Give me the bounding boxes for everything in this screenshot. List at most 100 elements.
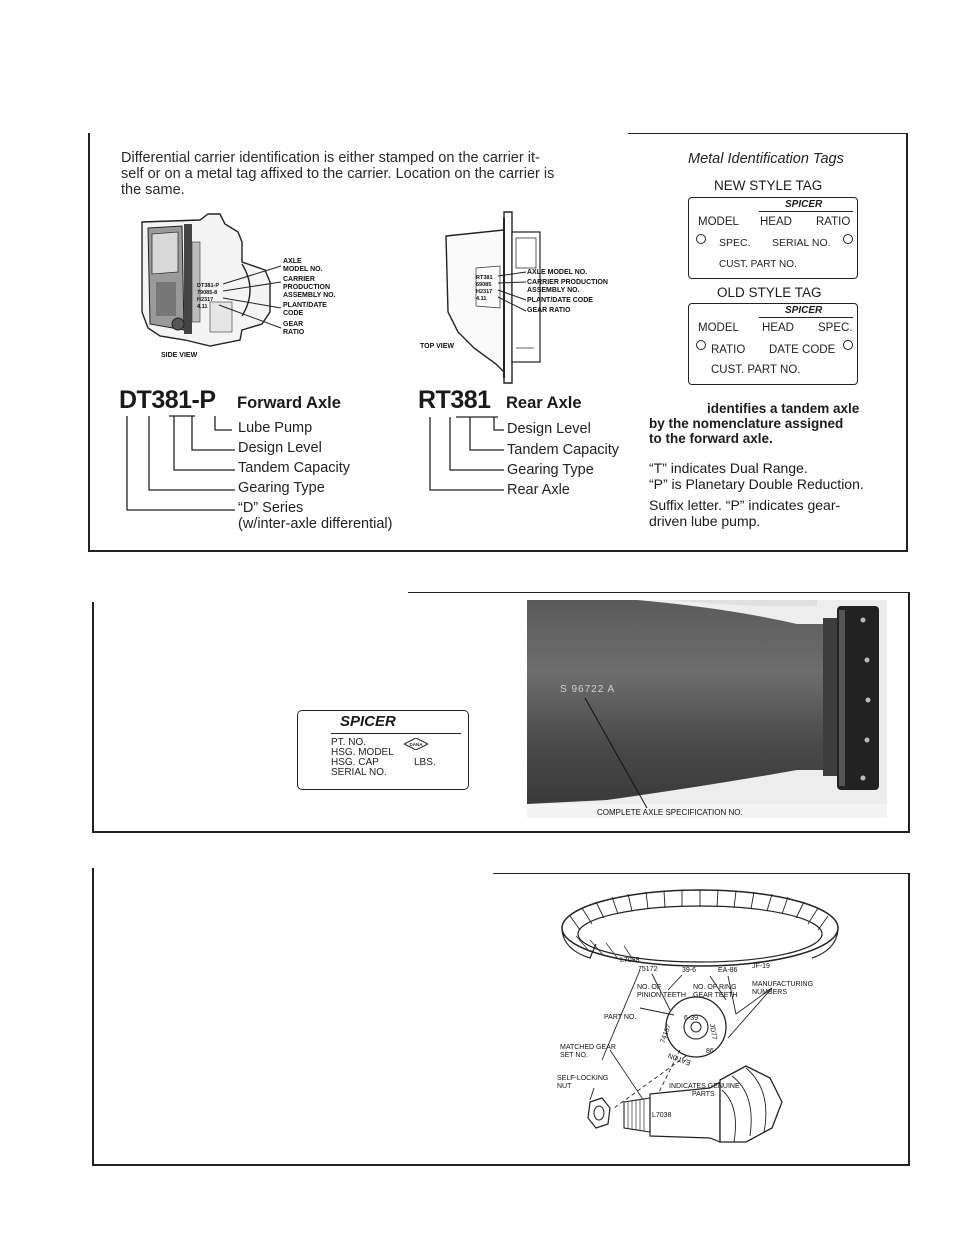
side-callout-production: PRODUCTION — [283, 284, 331, 291]
intro-line-3: the same. — [121, 182, 185, 198]
forward-axle-name: Forward Axle — [237, 394, 341, 412]
tandem-note-line-3: to the forward axle. — [649, 431, 773, 446]
rear-axle-model: RT381 — [418, 386, 491, 414]
top-stamp-3: H2317 — [476, 289, 493, 295]
old-tag-right-hole — [843, 340, 853, 350]
pinion-shaft-number: L7038 — [652, 1112, 672, 1119]
legend-rear-design-level: Design Level — [507, 421, 591, 437]
new-tag-model: MODEL — [698, 216, 739, 228]
top-callout-assembly: ASSEMBLY NO. — [527, 287, 580, 294]
spicer-housing-tag: SPICER PT. NO. HSG. MODEL HSG. CAP SERIA… — [297, 710, 469, 790]
legend-lube-pump: Lube Pump — [238, 420, 313, 436]
label-no-of-pinion-2: PINION TEETH — [637, 992, 686, 999]
top-callout-plant-date: PLANT/DATE CODE — [527, 297, 593, 304]
label-self-locking-1: SELF-LOCKING — [557, 1075, 609, 1082]
label-manufacturing-1: MANUFACTURING — [752, 981, 814, 988]
top-stamp-1: RT381 — [476, 275, 493, 281]
label-no-of-ring-1: NO. OF RING — [693, 984, 737, 991]
top-view-caption: TOP VIEW — [420, 343, 454, 350]
label-matched-gear-1: MATCHED GEAR — [560, 1044, 616, 1051]
ring-number-jf-19: JF-19 — [752, 963, 770, 970]
top-callout-carrier-production: CARRIER PRODUCTION — [527, 279, 608, 286]
old-style-tag: SPICER MODEL HEAD SPEC. RATIO DATE CODE … — [688, 303, 858, 385]
housing-tag-brand: SPICER — [340, 713, 396, 730]
side-callout-ratio: RATIO — [283, 329, 305, 336]
new-tag-left-hole — [696, 234, 706, 244]
forward-axle-legend-brackets — [126, 415, 235, 511]
metal-tags-title: Metal Identification Tags — [688, 151, 844, 167]
new-tag-cust-part: CUST. PART NO. — [719, 259, 797, 270]
ring-number-39-6: 39-6 — [682, 967, 697, 974]
label-manufacturing-2: NUMBERS — [752, 989, 788, 996]
new-tag-brand: SPICER — [785, 199, 823, 210]
pinion-face-86: 86 — [706, 1048, 714, 1055]
side-stamp-4: 4.11 — [197, 304, 208, 310]
rear-axle-name: Rear Axle — [506, 394, 582, 412]
legend-d-series: “D” Series — [238, 500, 304, 516]
legend-rear-tandem-capacity: Tandem Capacity — [507, 442, 620, 458]
top-callout-gear-ratio: GEAR RATIO — [527, 307, 571, 314]
housing-tag-serial: SERIAL NO. — [331, 767, 387, 778]
old-style-tag-label: OLD STYLE TAG — [717, 285, 822, 300]
new-tag-head: HEAD — [760, 216, 792, 228]
legend-fwd-design-level: Design Level — [238, 440, 322, 456]
dual-range-note: “T” indicates Dual Range. — [649, 460, 808, 476]
legend-fwd-gearing-type: Gearing Type — [238, 480, 325, 496]
legend-rear-gearing-type: Gearing Type — [507, 462, 594, 478]
side-callout-axle: AXLE — [283, 258, 302, 265]
intro-line-2: self or on a metal tag affixed to the ca… — [121, 166, 555, 182]
rear-axle-legend-brackets — [429, 416, 504, 491]
ring-number-l7038: L7038 — [620, 957, 640, 964]
top-stamp-4: 4.11 — [476, 296, 487, 302]
old-tag-ratio: RATIO — [711, 344, 746, 356]
tandem-note-line-2: by the nomenclature assigned — [649, 416, 844, 431]
side-callout-model-no: MODEL NO. — [283, 266, 323, 273]
label-genuine-1: INDICATES GENUINE — [669, 1083, 740, 1090]
side-callout-carrier: CARRIER — [283, 276, 315, 283]
suffix-note-line-2: driven lube pump. — [649, 513, 761, 529]
side-callout-gear: GEAR — [283, 321, 304, 328]
dana-logo-icon: DANA — [404, 738, 428, 750]
housing-tag-lbs: LBS. — [414, 757, 436, 768]
label-self-locking-2: NUT — [557, 1083, 572, 1090]
ring-number-75172: 75172 — [638, 966, 658, 973]
new-tag-ratio: RATIO — [816, 216, 851, 228]
ring-and-pinion-gear-drawing — [561, 889, 839, 1143]
old-tag-spec: SPEC. — [818, 322, 853, 334]
housing-tag-hsg-model: HSG. MODEL — [331, 747, 394, 758]
label-genuine-2: PARTS — [692, 1091, 715, 1098]
old-tag-model: MODEL — [698, 322, 739, 334]
legend-inter-axle: (w/inter-axle differential) — [238, 516, 393, 532]
forward-axle-model: DT381-P — [119, 386, 216, 414]
intro-line-1: Differential carrier identification is e… — [121, 150, 540, 166]
legend-fwd-tandem-capacity: Tandem Capacity — [238, 460, 351, 476]
side-callout-plant-date: PLANT/DATE — [283, 302, 327, 309]
new-style-tag: SPICER MODEL HEAD RATIO SPEC. SERIAL NO.… — [688, 197, 858, 279]
side-view-carrier-drawing — [141, 213, 271, 347]
ring-number-ea-86: EA-86 — [718, 967, 738, 974]
axle-spec-caption: COMPLETE AXLE SPECIFICATION NO. — [597, 808, 743, 817]
legend-rear-axle: Rear Axle — [507, 482, 570, 498]
dana-logo-text: DANA — [410, 742, 424, 747]
side-callout-code: CODE — [283, 310, 304, 317]
suffix-note-line-1: Suffix letter. “P” indicates gear- — [649, 497, 841, 513]
tandem-note-line-1: identifies a tandem axle — [707, 401, 860, 416]
old-tag-date-code: DATE CODE — [769, 344, 836, 356]
planetary-note: “P” is Planetary Double Reduction. — [649, 476, 864, 492]
new-tag-spec: SPEC. — [719, 237, 751, 249]
side-stamp-3: H2317 — [197, 297, 214, 303]
housing-stamp: S 96722 A — [560, 684, 616, 695]
top-callout-axle-model: AXLE MODEL NO. — [527, 269, 588, 276]
old-tag-cust-part: CUST. PART NO. — [711, 364, 801, 376]
new-tag-serial: SERIAL NO. — [772, 237, 831, 249]
side-view-leader-lines — [218, 265, 282, 329]
new-style-tag-label: NEW STYLE TAG — [714, 178, 823, 193]
side-callout-assembly-no: ASSEMBLY NO. — [283, 292, 336, 299]
side-view-caption: SIDE VIEW — [161, 352, 198, 359]
old-tag-brand: SPICER — [785, 305, 823, 316]
old-tag-head: HEAD — [762, 322, 794, 334]
old-tag-left-hole — [696, 340, 706, 350]
label-no-of-pinion-1: NO. OF — [637, 984, 662, 991]
label-no-of-ring-2: GEAR TEETH — [693, 992, 738, 999]
axle-housing-photo: S 96722 A COMPLETE AXLE SPECIFICATION NO… — [527, 600, 887, 818]
